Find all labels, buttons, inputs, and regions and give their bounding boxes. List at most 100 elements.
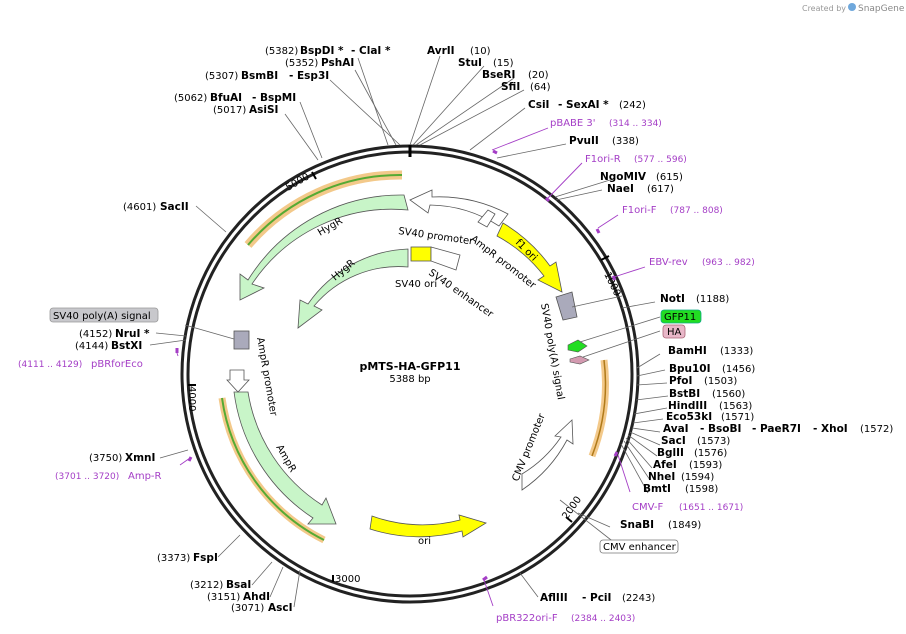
site-bsmbi-position: (5307): [205, 71, 238, 82]
site-ahdi-position: (3151): [207, 592, 240, 603]
tick-label-4000: 4000: [186, 386, 197, 411]
primer-ampr[interactable]: Amp-R: [128, 471, 162, 482]
sv40-enhancer-box[interactable]: [430, 246, 461, 271]
site-hindiii-position: (1563): [719, 401, 752, 412]
f1-ori-arrow[interactable]: [496, 222, 563, 293]
site-bpu10i-position: (1456): [722, 364, 755, 375]
sv40-promoter-arrow[interactable]: [409, 189, 509, 227]
site-bsai-position: (3212): [190, 580, 223, 591]
site-pfoi[interactable]: PfoI: [669, 375, 692, 387]
site-afei[interactable]: AfeI: [653, 459, 677, 471]
cmv-promoter-arrow[interactable]: [521, 419, 574, 491]
sv40-polya-left-label-box: [49, 307, 159, 323]
primer-pbabe3[interactable]: pBABE 3': [550, 118, 596, 129]
site-fspi-position: (3373): [157, 553, 190, 564]
site-csii[interactable]: CsiI: [528, 99, 549, 111]
site-noti-position: (1188): [696, 294, 729, 305]
ampr-promoter-left-label: AmpR promoter: [254, 337, 279, 418]
plasmid-size: 5388 bp: [389, 374, 430, 385]
site-avrii[interactable]: AvrII: [427, 45, 455, 57]
site-ngomiv[interactable]: NgoMIV: [600, 171, 647, 183]
site-sfii[interactable]: SfiI: [501, 81, 520, 93]
site-bfuai[interactable]: BfuAI: [210, 92, 242, 104]
site-bseri[interactable]: BseRI: [482, 69, 515, 81]
site-nrui[interactable]: NruI *: [115, 328, 150, 340]
site-sacii[interactable]: SacII: [160, 201, 189, 213]
site-paer7i[interactable]: - PaeR7I: [752, 423, 801, 435]
sv40-ori-box[interactable]: [410, 246, 432, 262]
site-bmti-position: (1598): [685, 484, 718, 495]
site-xmni-position: (3750): [89, 453, 122, 464]
site-stui[interactable]: StuI: [458, 57, 482, 69]
site-bspdi[interactable]: BspDI *: [300, 45, 344, 57]
site-aflii[interactable]: AflIII: [540, 592, 568, 604]
site-clai[interactable]: - ClaI *: [351, 45, 391, 57]
site-esp3i[interactable]: - Esp3I: [289, 70, 329, 82]
sv40-polya-label: SV40 poly(A) signal: [538, 303, 566, 401]
site-bspmi[interactable]: - BspMI: [252, 92, 296, 104]
ha-label[interactable]: HA: [667, 327, 682, 338]
ori-arrow[interactable]: [369, 514, 487, 538]
site-bsai[interactable]: BsaI: [226, 579, 251, 591]
site-sfii-position: (64): [530, 82, 551, 93]
site-nhei[interactable]: NheI: [648, 471, 675, 483]
site-pvuii[interactable]: PvuII: [569, 135, 599, 147]
ampr-promoter-left-arrow[interactable]: [226, 369, 250, 393]
site-xhoi[interactable]: - XhoI: [813, 423, 848, 435]
primer-cmvf-position: (1651 .. 1671): [679, 503, 743, 513]
sv40-polya-left-box[interactable]: [233, 330, 250, 350]
primer-pbr322[interactable]: pBR322ori-F: [496, 613, 558, 624]
site-bstbi[interactable]: BstBI: [669, 388, 700, 400]
site-bmti[interactable]: BmtI: [643, 483, 671, 495]
primer-f1orif[interactable]: F1ori-F: [622, 205, 657, 216]
site-nrui-position: (4152): [79, 329, 112, 340]
site-eco53ki[interactable]: Eco53kI: [666, 411, 712, 423]
gfp11-label[interactable]: GFP11: [664, 312, 696, 323]
site-bglii[interactable]: BglII: [657, 447, 684, 459]
leader-lines: [149, 55, 669, 608]
site-sexai[interactable]: - SexAI *: [558, 99, 609, 111]
gfp11-feature[interactable]: [567, 339, 588, 353]
primer-ebvrev[interactable]: EBV-rev: [649, 257, 688, 268]
sv40-polya-right-box[interactable]: [555, 291, 578, 321]
site-noti[interactable]: NotI: [660, 293, 685, 305]
ampr-arrow[interactable]: [233, 391, 337, 525]
site-asisi[interactable]: AsiSI: [249, 104, 278, 116]
site-bsobi[interactable]: - BsoBI: [700, 423, 741, 435]
primer-leader-lines: [175, 127, 646, 607]
site-nhei-position: (1594): [681, 472, 714, 483]
cmv-enhancer-label[interactable]: CMV enhancer: [603, 542, 677, 553]
site-asci[interactable]: AscI: [268, 602, 293, 614]
site-xmni[interactable]: XmnI: [125, 452, 155, 464]
site-ahdi[interactable]: AhdI: [243, 591, 270, 603]
primer-f1orir[interactable]: F1ori-R: [585, 154, 621, 165]
site-avai[interactable]: AvaI: [663, 423, 689, 435]
site-pshai[interactable]: PshAI: [321, 57, 354, 69]
primer-ampr-position: (3701 .. 3720): [55, 472, 119, 482]
site-bsmbi[interactable]: BsmBI: [241, 70, 278, 82]
site-pcii[interactable]: - PciI: [582, 592, 611, 604]
cmv-enhancer-label-box: [599, 539, 679, 554]
site-hindiii[interactable]: HindIII: [668, 400, 707, 412]
primer-pbrforeco[interactable]: pBRforEco: [91, 359, 143, 370]
ha-feature[interactable]: [569, 355, 590, 365]
site-bstxi[interactable]: BstXI: [111, 340, 142, 352]
site-bpu10i[interactable]: Bpu10I: [669, 363, 711, 375]
site-avai-position: (1572): [860, 424, 893, 435]
gfp11-label-box: [660, 309, 702, 324]
ori-label: ori: [418, 536, 431, 547]
ampr-promoter-top-arrow[interactable]: [477, 209, 496, 228]
scale-ticks: [188, 171, 610, 582]
site-bamhi[interactable]: BamHI: [668, 345, 707, 357]
hygr-outer-arrow[interactable]: [239, 194, 409, 301]
site-snabi[interactable]: SnaBI: [620, 519, 654, 531]
site-saci-position: (1573): [697, 436, 730, 447]
site-naei[interactable]: NaeI: [607, 183, 634, 195]
hygr-inner-arrow[interactable]: [297, 248, 409, 329]
site-saci[interactable]: SacI: [661, 435, 686, 447]
primer-cmvf[interactable]: CMV-F: [632, 502, 663, 513]
site-fspi[interactable]: FspI: [193, 552, 218, 564]
sv40-polya-left-label[interactable]: SV40 poly(A) signal: [53, 311, 151, 322]
ampr-track: [221, 397, 325, 541]
